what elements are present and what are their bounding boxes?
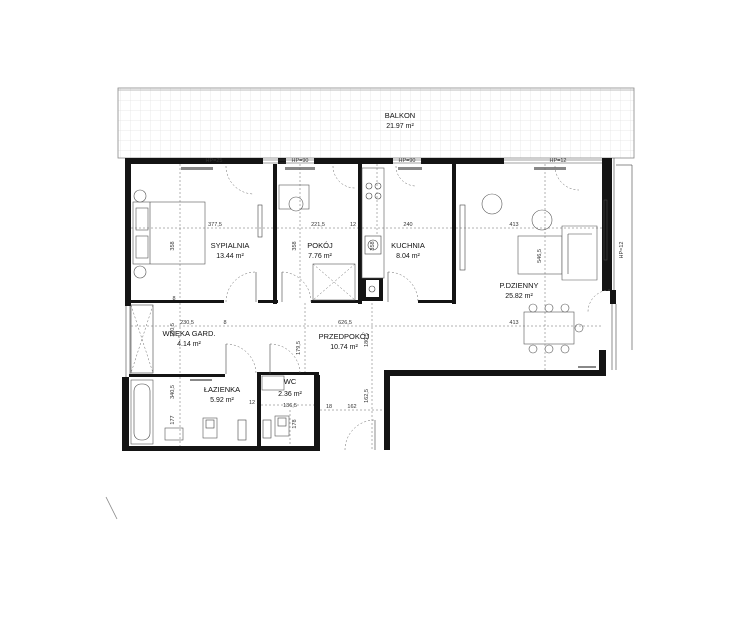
wc-area: 2.36 m² xyxy=(278,391,302,398)
pokoj-area: 7.76 m² xyxy=(308,253,332,260)
dim-laz-depth: 340,5 xyxy=(170,385,176,399)
doors xyxy=(225,165,611,451)
dim-pok-width: 221,5 xyxy=(311,222,325,228)
pokoj-name: POKÓJ xyxy=(307,241,333,250)
furniture xyxy=(130,167,608,445)
window-tags: HP=25 HP=90 HP=90 HP=12 HP=12 xyxy=(206,158,625,258)
wc-name: WC xyxy=(284,377,297,386)
przedpokoj-name: PRZEDPOKÓJ xyxy=(319,332,370,341)
window-tag-4: HP=12 xyxy=(550,158,567,164)
dim-syp-depth: 358 xyxy=(170,241,176,250)
pdzienny-name: P.DZIENNY xyxy=(499,281,538,290)
dim-laz-small: 12 xyxy=(249,400,255,406)
lazienka-area: 5.92 m² xyxy=(210,397,234,404)
pdzienny-area: 25.82 m² xyxy=(505,293,533,300)
sypialnia-name: SYPIALNIA xyxy=(211,241,250,250)
sypialnia-area: 13.44 m² xyxy=(216,253,244,260)
dim-przed-small: 18 xyxy=(326,404,332,410)
balkon-name: BALKON xyxy=(385,111,415,120)
dim-pok-depth: 358 xyxy=(292,241,298,250)
dim-syp-width: 377,5 xyxy=(208,222,222,228)
dim-wneka-small: 8 xyxy=(223,320,226,326)
balcony xyxy=(117,87,635,159)
przedpokoj-area: 10.74 m² xyxy=(330,344,358,351)
wneka-name: WNĘKA GARD. xyxy=(163,329,216,338)
window-tag-5: HP=12 xyxy=(619,242,625,259)
window-tag-2: HP=90 xyxy=(292,158,309,164)
dim-wc-width: 136,5 xyxy=(283,403,297,409)
balkon-area: 21.97 m² xyxy=(386,123,414,130)
dim-kuch-side: 12 xyxy=(350,222,356,228)
room-labels: BALKON 21.97 m² SYPIALNIA 13.44 m² POKÓJ… xyxy=(163,111,539,404)
dimension-lines: 377,5 358 221,5 358 240 12 358 413 546,5… xyxy=(131,164,602,450)
dim-kuch-depth: 358 xyxy=(370,241,376,250)
wneka-area: 4.14 m² xyxy=(177,341,201,348)
dim-wneka-width: 230,5 xyxy=(180,320,194,326)
dim-przed-width: 626,5 xyxy=(338,320,352,326)
dim-laz-inner: 177 xyxy=(170,415,176,424)
dim-przed-h3: 162,5 xyxy=(364,389,370,403)
kuchnia-area: 8.04 m² xyxy=(396,253,420,260)
dim-przed-h1: 179,5 xyxy=(296,341,302,355)
dim-przed-h2: 180,5 xyxy=(364,333,370,347)
dim-syp-small: 8 xyxy=(172,296,175,302)
dim-kuch-width: 240 xyxy=(403,222,412,228)
dim-wc-depth: 178 xyxy=(292,419,298,428)
lazienka-name: ŁAZIENKA xyxy=(204,385,240,394)
dim-pdz-depth: 546,5 xyxy=(537,249,543,263)
dim-pdz-width: 413 xyxy=(509,222,518,228)
dim-wneka-depth: 180,5 xyxy=(170,323,176,337)
north-marker xyxy=(105,496,118,520)
dim-przed-w2: 162 xyxy=(347,404,356,410)
window-tag-1: HP=25 xyxy=(206,158,223,164)
window-tag-3: HP=90 xyxy=(399,158,416,164)
dim-pdz-lower: 413 xyxy=(509,320,518,326)
kuchnia-name: KUCHNIA xyxy=(391,241,425,250)
